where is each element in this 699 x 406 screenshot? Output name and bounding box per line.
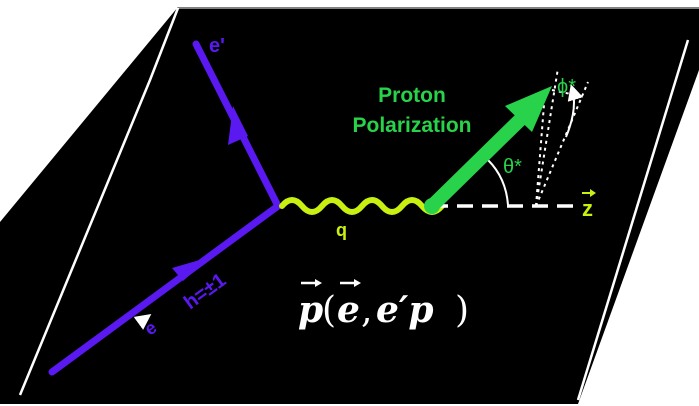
virtual-photon-line — [279, 197, 445, 215]
electron-out-label: e' — [209, 35, 225, 57]
proton-polarization-vector — [425, 107, 533, 213]
proton-polarization-arrow-icon — [505, 86, 552, 132]
formula-p: p — [298, 289, 323, 331]
theta-angle-arc — [487, 159, 509, 206]
formula-e: e — [337, 289, 360, 331]
projection-line-3 — [535, 91, 546, 207]
formula-open-paren: ( — [322, 290, 336, 331]
phi-angle-arc — [565, 84, 584, 138]
polarization-label-line1: Proton — [378, 84, 446, 107]
projection-line-1 — [535, 67, 559, 207]
formula-close-paren: ) — [455, 290, 469, 331]
incoming-electron-line — [48, 202, 282, 376]
theta-label: θ* — [503, 156, 522, 178]
formula-comma: , — [361, 290, 372, 331]
formula-p-arrowhead-icon — [315, 279, 322, 287]
projection-line-2 — [535, 81, 589, 207]
z-vector-arrowhead-icon — [590, 189, 596, 197]
electron-in-vector-arrow-icon — [133, 314, 152, 330]
vertex-dot — [424, 198, 440, 214]
outgoing-electron-arrow-icon — [228, 106, 248, 145]
z-axis-label: z — [582, 196, 593, 221]
polarization-label-line2: Polarization — [352, 114, 471, 137]
formula-eprime-p: e′p — [376, 289, 434, 331]
phi-label: ϕ* — [557, 76, 576, 98]
plane-edge-left — [18, 7, 180, 396]
plane-edge-right — [576, 39, 690, 401]
photon-label: q — [336, 220, 347, 240]
reaction-formula: p ( e , e′p ) — [298, 279, 469, 331]
formula-e-arrowhead-icon — [354, 279, 361, 287]
incoming-electron-arrow-icon — [172, 257, 210, 281]
